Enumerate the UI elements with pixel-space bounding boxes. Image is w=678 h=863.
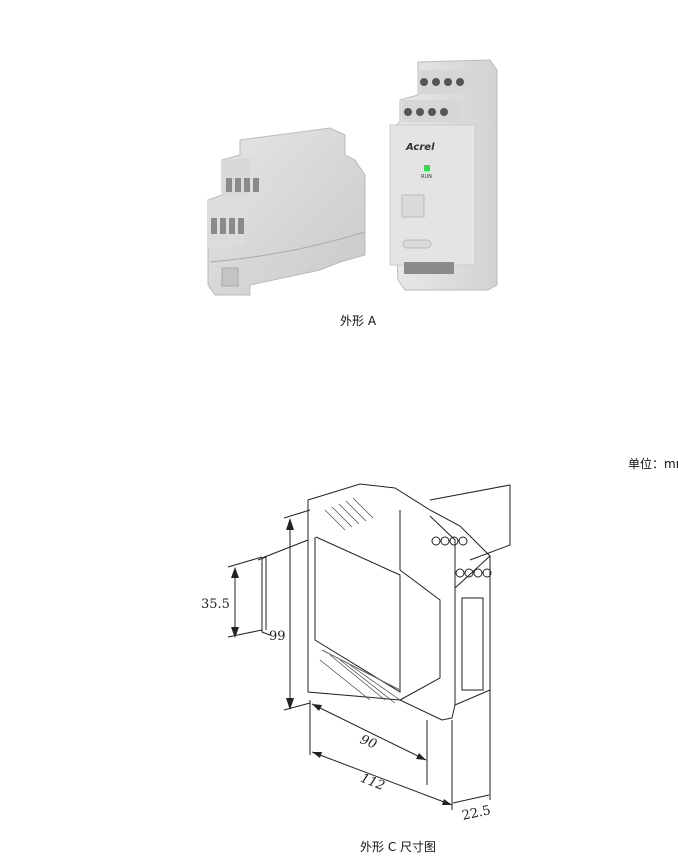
dim-rail-height: 35.5 (201, 597, 230, 612)
run-led (424, 165, 430, 171)
led-label: RUN (421, 174, 432, 180)
dim-depth-body: 90 (357, 732, 379, 753)
figure-c-caption: 外形 C 尺寸图 (360, 840, 437, 854)
device-side-view (207, 127, 366, 296)
dim-width: 22.5 (460, 803, 493, 824)
product-photo-a (207, 59, 498, 296)
unit-label: 单位：mm (628, 457, 678, 471)
figure-a-caption: 外形 A (340, 314, 377, 328)
dim-depth-total: 112 (358, 770, 387, 795)
brand-label: Acrel (406, 142, 435, 153)
device-front-view (389, 59, 498, 291)
dim-height: 99 (269, 629, 286, 644)
